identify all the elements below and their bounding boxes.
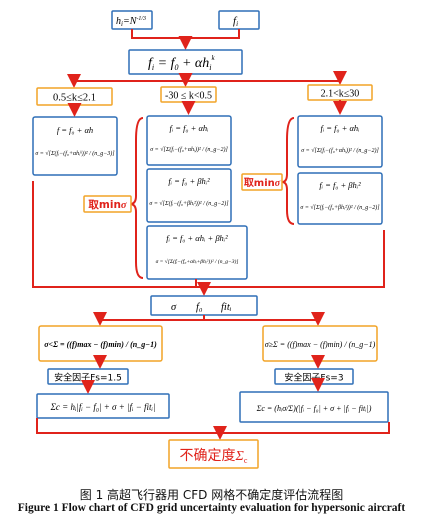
safety-factor-right: 安全因子Fs=3 [274,368,354,385]
svg-text:σ = √[Σ(fᵢ−(f₀+αhᵢᵏ))² / (n_g−: σ = √[Σ(fᵢ−(f₀+αhᵢᵏ))² / (n_g−3)] [35,150,115,157]
result-box: σ f₀ fitᵢ [150,295,258,316]
svg-text:σ = √[Σ(fᵢ−(f₀+βhᵢ²))² / (n_g−: σ = √[Σ(fᵢ−(f₀+βhᵢ²))² / (n_g−2)] [149,200,229,207]
svg-text:2.1<k≤30: 2.1<k≤30 [321,89,360,100]
input-h-box: hi=N-1/3 [111,10,153,30]
main-formula-box: fi = f0 + αhik [128,49,243,75]
svg-text:fi = f0 + αhik: fi = f0 + αhik [148,54,216,72]
uncertainty-formula-right: Σc = (hᵢσ/Σ)(|fᵢ − f₀| + σ + |fᵢ − fitᵢ|… [239,391,389,423]
condition-right: 2.1<k≤30 [307,84,373,101]
svg-text:σ f₀ fitᵢ: σ f₀ fitᵢ [171,302,232,313]
figure-caption-cn: 图 1 高超飞行器用 CFD 网格不确定度评估流程图 [79,488,344,502]
svg-text:σ = √[Σ(fᵢ−(f₀+βhᵢ²))² / (n_g−: σ = √[Σ(fᵢ−(f₀+βhᵢ²))² / (n_g−2)] [300,204,380,211]
input-f-label: f [233,15,238,27]
result-fit: fitᵢ [221,302,232,313]
svg-text:hi=N-1/3: hi=N-1/3 [116,16,146,28]
final-uncertainty-box: 不确定度Σc [168,439,259,469]
svg-text:f = f₀ + αh: f = f₀ + αh [57,125,93,135]
svg-text:-30 ≤ k<0.5: -30 ≤ k<0.5 [165,91,212,102]
svg-text:安全因子Fs=3: 安全因子Fs=3 [284,372,343,384]
input-h-label: h [116,16,121,27]
take-min-middle: 取minσ [83,195,132,213]
svg-text:fᵢ = f₀ + βhᵢ²: fᵢ = f₀ + βhᵢ² [168,176,210,186]
condition-middle: -30 ≤ k<0.5 [160,86,217,103]
formula-left-1: f = f₀ + αh σ = √[Σ(fᵢ−(f₀+αhᵢᵏ))² / (n_… [32,116,118,176]
result-sigma: σ [171,302,177,313]
sigma-less-condition: σ<Σ = ((f)max − (f)min) / (n_g−1) [38,325,163,362]
svg-text:fᵢ = f₀ + αhᵢ + βhᵢ²: fᵢ = f₀ + αhᵢ + βhᵢ² [166,233,228,243]
svg-text:取minσ: 取minσ [244,177,281,189]
svg-text:σ = √[Σ(fᵢ−(f₀+αhᵢ))² / (n_g−2: σ = √[Σ(fᵢ−(f₀+αhᵢ))² / (n_g−2)] [301,147,379,154]
svg-text:fᵢ = f₀ + αhᵢ: fᵢ = f₀ + αhᵢ [320,123,359,133]
svg-text:不确定度Σc: 不确定度Σc [180,448,248,465]
take-min-right: 取minσ [241,173,283,191]
svg-text:安全因子Fs=1.5: 安全因子Fs=1.5 [54,372,122,384]
formula-right-2: fᵢ = f₀ + βhᵢ² σ = √[Σ(fᵢ−(f₀+βhᵢ²))² / … [297,172,383,225]
svg-text:σ<Σ = ((f)max − (f)min) / (n_g: σ<Σ = ((f)max − (f)min) / (n_g−1) [44,340,157,349]
result-f0: f₀ [196,302,203,313]
formula-middle-3: fᵢ = f₀ + αhᵢ + βhᵢ² σ = √[Σ(fᵢ−(f₀+αhᵢ+… [146,225,248,280]
svg-text:σ≥Σ = ((f)max − (f)min) / (n_g: σ≥Σ = ((f)max − (f)min) / (n_g−1) [265,340,376,349]
svg-text:取minσ: 取minσ [88,199,127,211]
svg-text:fᵢ = f₀ + βhᵢ²: fᵢ = f₀ + βhᵢ² [319,180,361,190]
svg-text:σ = √[Σ(fᵢ−(f₀+αhᵢ+βhᵢ²))² / (: σ = √[Σ(fᵢ−(f₀+αhᵢ+βhᵢ²))² / (n_g−3)] [156,258,239,265]
formula-middle-1: fᵢ = f₀ + αhᵢ σ = √[Σ(fᵢ−(f₀+αhᵢ))² / (n… [146,115,232,166]
input-f-box: fi [218,10,260,30]
svg-text:Σc = hᵢ|fᵢ − f₀| + σ + |fᵢ − f: Σc = hᵢ|fᵢ − f₀| + σ + |fᵢ − fitᵢ| [50,402,156,412]
formula-right-1: fᵢ = f₀ + αhᵢ σ = √[Σ(fᵢ−(f₀+αhᵢ))² / (n… [297,115,383,168]
svg-text:fi: fi [233,15,238,28]
svg-text:Σc = (hᵢσ/Σ)(|fᵢ − f₀| + σ + |: Σc = (hᵢσ/Σ)(|fᵢ − f₀| + σ + |fᵢ − fitᵢ|… [256,404,372,413]
svg-text:fᵢ = f₀ + αhᵢ: fᵢ = f₀ + αhᵢ [169,123,208,133]
svg-text:σ = √[Σ(fᵢ−(f₀+αhᵢ))² / (n_g−2: σ = √[Σ(fᵢ−(f₀+αhᵢ))² / (n_g−2)] [150,146,228,153]
sigma-greater-condition: σ≥Σ = ((f)max − (f)min) / (n_g−1) [262,325,378,362]
safety-factor-left: 安全因子Fs=1.5 [47,368,129,385]
svg-text:0.5≤k≤2.1: 0.5≤k≤2.1 [53,93,96,104]
condition-left: 0.5≤k≤2.1 [36,87,113,106]
formula-middle-2: fᵢ = f₀ + βhᵢ² σ = √[Σ(fᵢ−(f₀+βhᵢ²))² / … [146,168,232,223]
figure-caption-en: Figure 1 Flow chart of CFD grid uncertai… [17,502,406,514]
uncertainty-formula-left: Σc = hᵢ|fᵢ − f₀| + σ + |fᵢ − fitᵢ| [36,393,170,419]
